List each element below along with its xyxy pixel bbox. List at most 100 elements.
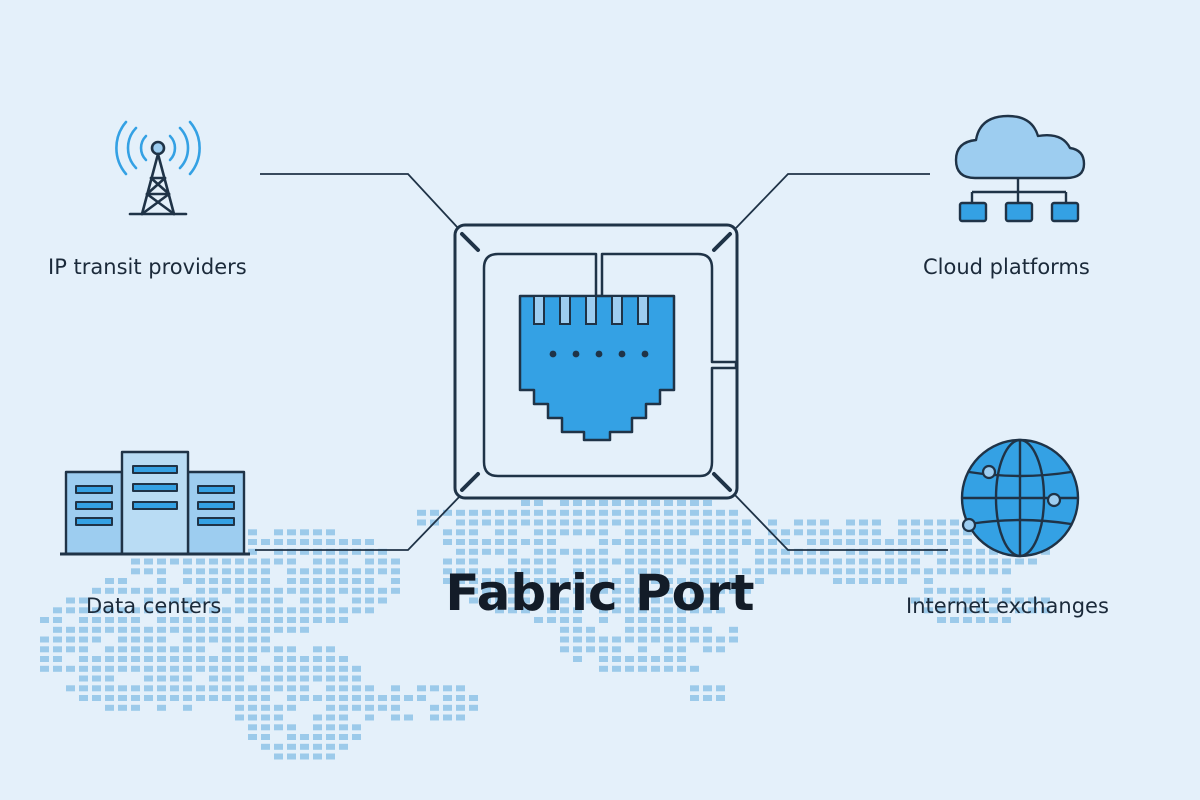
map-dot: [768, 519, 777, 526]
map-dot: [443, 509, 452, 516]
map-dot: [261, 578, 270, 584]
map-dot: [222, 636, 231, 643]
map-dot: [547, 597, 556, 604]
map-dot: [547, 529, 556, 536]
map-dot: [287, 675, 296, 682]
map-dot: [924, 607, 933, 614]
map-dot: [781, 539, 790, 545]
map-dot: [924, 578, 933, 584]
map-dot: [664, 568, 673, 575]
map-dot: [976, 617, 985, 623]
map-dot: [365, 568, 374, 575]
map-dot: [313, 548, 322, 555]
map-dot: [274, 675, 283, 682]
map-dot: [612, 500, 621, 506]
map-dot: [274, 548, 283, 555]
map-dot: [456, 539, 465, 545]
map-dot: [326, 558, 335, 565]
map-dot: [118, 636, 127, 643]
map-dot: [586, 558, 595, 565]
map-dot: [144, 626, 153, 633]
map-dot: [469, 519, 478, 526]
map-dot: [1028, 607, 1037, 614]
map-dot: [807, 519, 816, 526]
map-dot: [352, 704, 361, 711]
map-dot: [469, 695, 478, 701]
map-dot: [118, 665, 127, 672]
map-dot: [287, 734, 296, 740]
map-dot: [196, 597, 205, 604]
map-dot: [391, 685, 400, 692]
map-dot: [534, 548, 543, 555]
map-dot: [456, 587, 465, 594]
map-dot: [586, 578, 595, 584]
map-dot: [521, 500, 530, 506]
map-dot: [547, 558, 556, 565]
map-dot: [417, 509, 426, 516]
map-dot: [131, 558, 140, 565]
map-dot: [664, 539, 673, 545]
map-dot: [846, 578, 855, 584]
map-dot: [703, 695, 712, 701]
map-dot: [313, 568, 322, 575]
map-dot: [664, 646, 673, 653]
map-dot: [612, 578, 621, 584]
map-dot: [274, 558, 283, 565]
map-dot: [378, 548, 387, 555]
map-dot: [599, 568, 608, 575]
map-dot: [586, 500, 595, 506]
map-dot: [690, 626, 699, 633]
map-dot: [495, 539, 504, 545]
ethernet-port-icon: [453, 223, 739, 500]
map-dot: [898, 539, 907, 545]
map-dot: [326, 607, 335, 614]
map-dot: [209, 597, 218, 604]
map-dot: [989, 548, 998, 555]
map-dot: [170, 665, 179, 672]
map-dot: [599, 548, 608, 555]
map-dot: [625, 617, 634, 623]
map-dot: [625, 607, 634, 614]
map-dot: [248, 704, 257, 711]
map-dot: [287, 704, 296, 711]
map-dot: [118, 626, 127, 633]
map-dot: [612, 509, 621, 516]
map-dot: [482, 539, 491, 545]
map-dot: [313, 656, 322, 662]
map-dot: [755, 548, 764, 555]
map-dot: [261, 539, 270, 545]
map-dot: [248, 578, 257, 584]
map-dot: [781, 558, 790, 565]
map-dot: [963, 597, 972, 604]
map-dot: [274, 714, 283, 721]
map-dot: [586, 626, 595, 633]
map-dot: [235, 665, 244, 672]
map-dot: [521, 597, 530, 604]
map-dot: [625, 509, 634, 516]
map-dot: [638, 529, 647, 536]
map-dot: [235, 626, 244, 633]
map-dot: [235, 714, 244, 721]
map-dot: [53, 617, 62, 623]
map-dot: [157, 675, 166, 682]
map-dot: [248, 617, 257, 623]
map-dot: [196, 695, 205, 701]
map-dot: [599, 646, 608, 653]
map-dot: [248, 656, 257, 662]
map-dot: [794, 548, 803, 555]
map-dot: [469, 597, 478, 604]
map-dot: [677, 646, 686, 653]
map-dot: [547, 568, 556, 575]
map-dot: [261, 568, 270, 575]
map-dot: [248, 548, 257, 555]
map-dot: [976, 548, 985, 555]
map-dot: [703, 597, 712, 604]
map-dot: [183, 597, 192, 604]
map-dot: [638, 607, 647, 614]
map-dot: [274, 529, 283, 536]
map-dot: [547, 509, 556, 516]
map-dot: [222, 665, 231, 672]
map-dot: [599, 587, 608, 594]
map-dot: [690, 665, 699, 672]
map-dot: [716, 558, 725, 565]
